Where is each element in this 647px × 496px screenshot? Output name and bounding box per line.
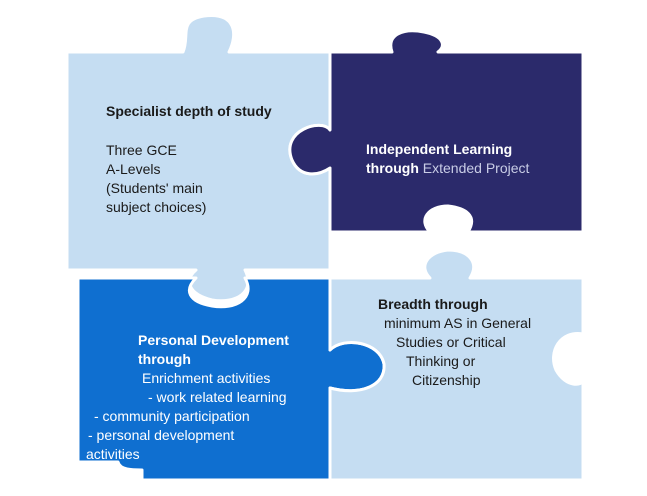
personal-text: Personal Development through Enrichment … — [86, 331, 289, 464]
specialist-line: subject choices) — [106, 199, 207, 215]
personal-heading-line: through — [138, 351, 191, 367]
specialist-heading: Specialist depth of study — [106, 103, 272, 119]
personal-line: - personal development — [88, 427, 235, 443]
independent-extended-project: Extended Project — [418, 160, 530, 176]
personal-line: - work related learning — [148, 389, 287, 405]
piece-independent — [288, 29, 585, 234]
specialist-line: A-Levels — [106, 161, 161, 177]
specialist-line: (Students' main — [106, 180, 203, 196]
breadth-line: Studies or Critical — [396, 334, 506, 350]
breadth-line: Thinking or — [406, 353, 476, 369]
breadth-text: Breadth through minimum AS in General St… — [378, 295, 531, 390]
independent-through: through — [366, 160, 419, 176]
specialist-text: Specialist depth of study Three GCE A-Le… — [106, 102, 272, 217]
independent-text: Independent Learning through Extended Pr… — [366, 140, 529, 178]
personal-heading-line: Personal Development — [138, 332, 289, 348]
personal-line: activities — [86, 446, 140, 462]
personal-line: - community participation — [94, 408, 250, 424]
personal-line: Enrichment activities — [142, 370, 271, 386]
independent-line1: Independent Learning — [366, 141, 513, 157]
breadth-line: minimum AS in General — [384, 315, 532, 331]
breadth-line: Citizenship — [412, 372, 481, 388]
breadth-heading: Breadth through — [378, 296, 488, 312]
specialist-line: Three GCE — [106, 142, 177, 158]
piece-breadth — [328, 248, 585, 482]
